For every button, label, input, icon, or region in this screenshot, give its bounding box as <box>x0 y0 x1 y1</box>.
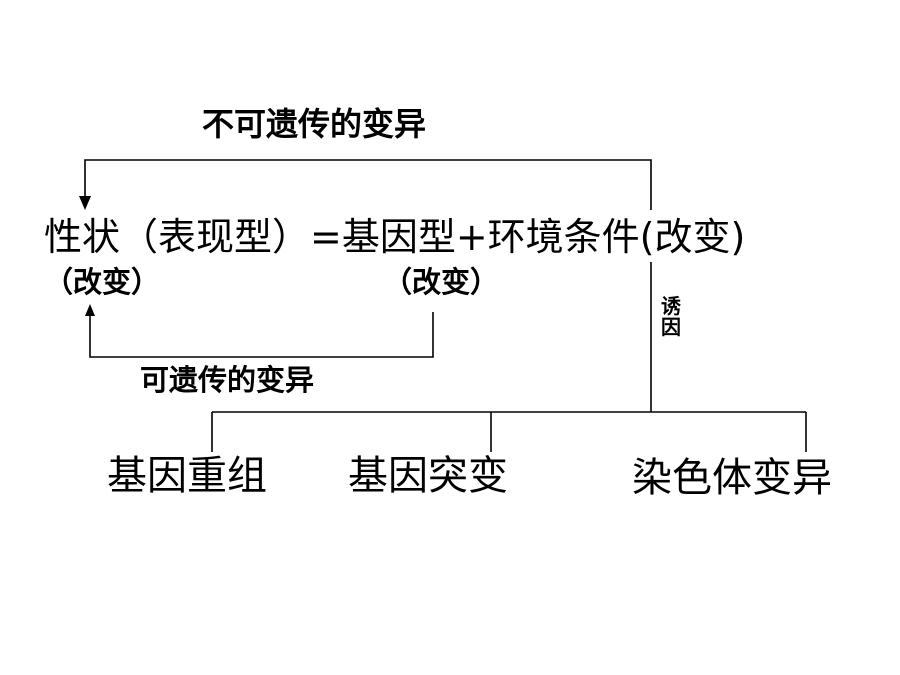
heritable-connector <box>89 312 434 358</box>
heritable-variation-label: 可遗传的变异 <box>140 363 315 397</box>
heritable-arrowhead <box>85 304 95 316</box>
non-heritable-connector <box>84 159 652 210</box>
branch-chromosome-variation: 染色体变异 <box>632 455 832 501</box>
non-heritable-variation-label: 不可遗传的变异 <box>202 105 427 143</box>
non-heritable-arrowhead <box>79 196 91 210</box>
genotype-change-label: （改变） <box>383 265 500 299</box>
trait-change-label: （改变） <box>44 265 161 299</box>
branch-gene-mutation: 基因突变 <box>348 453 508 499</box>
branch-gene-recombination: 基因重组 <box>107 453 267 499</box>
inducer-label: 诱因 <box>661 294 681 339</box>
phenotype-formula: 性状（表现型）=基因型+环境条件(改变) <box>44 215 746 259</box>
